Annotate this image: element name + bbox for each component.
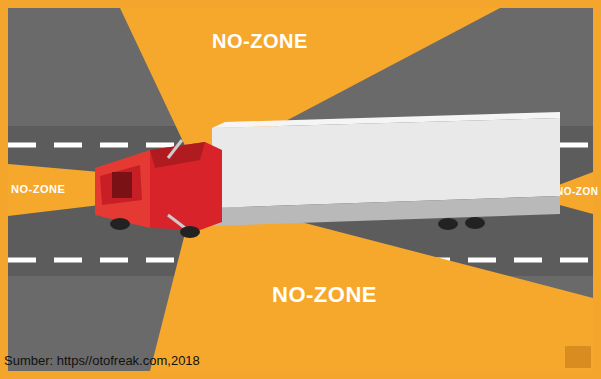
- blind-spot-zone: NO-ZONE: [8, 164, 100, 216]
- source-caption: Sumber: https//otofreak.com,2018: [4, 353, 200, 368]
- zone-label: NO-ZONE: [272, 282, 377, 308]
- blind-spot-zone: NO-ZON: [556, 172, 593, 214]
- blind-spot-zone: NO-ZONE: [120, 8, 500, 162]
- zone-fill: [120, 8, 500, 162]
- zone-label: NO-ZON: [556, 186, 598, 197]
- zone-shape: [120, 8, 500, 162]
- zone-fill: [150, 182, 593, 371]
- zone-fill: [8, 164, 100, 216]
- zone-label: NO-ZONE: [11, 183, 65, 195]
- zone-shape: [150, 182, 593, 371]
- zone-label: NO-ZONE: [212, 30, 308, 53]
- blind-spot-zone: NO-ZONE: [150, 182, 593, 371]
